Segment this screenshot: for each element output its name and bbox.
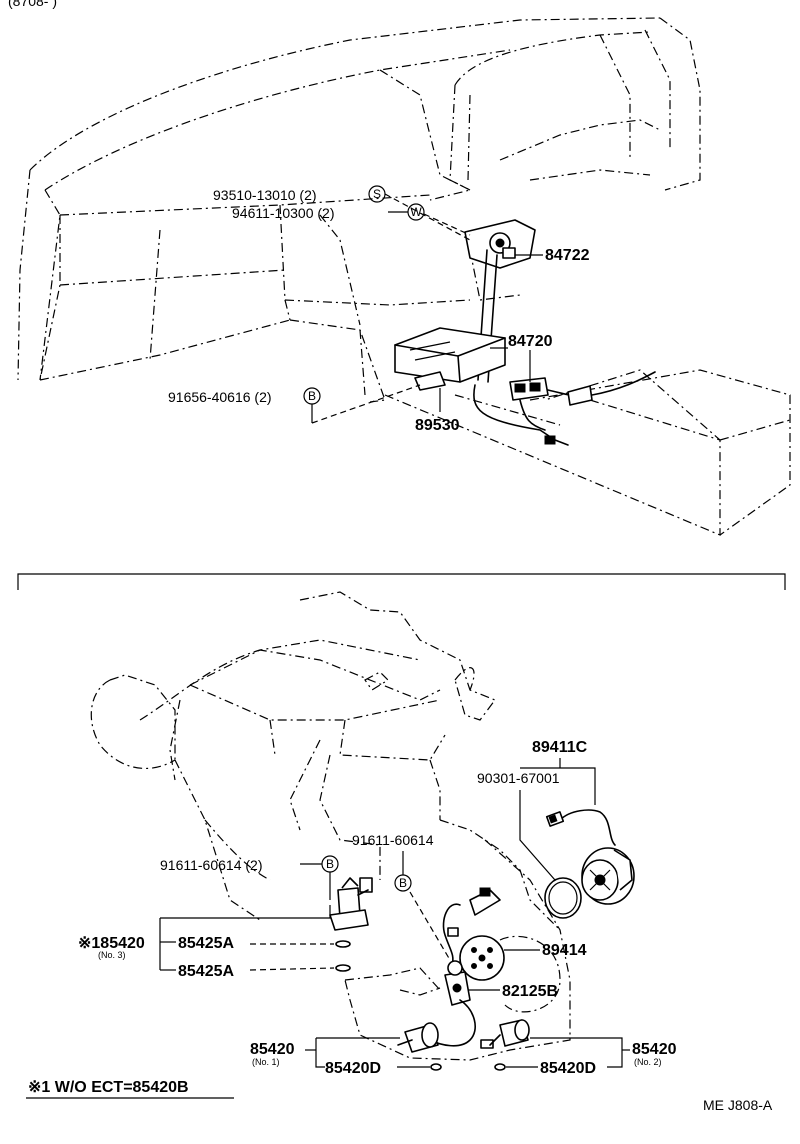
svg-text:84722: 84722 bbox=[545, 247, 590, 264]
callout-85420-no1-group: 85420 (No. 1) 85420D bbox=[250, 1037, 430, 1077]
part-89414-rotor bbox=[442, 887, 505, 981]
svg-text:91611-60614: 91611-60614 bbox=[352, 832, 434, 848]
svg-text:B: B bbox=[308, 389, 316, 403]
symbol-b-icon bbox=[394, 874, 412, 892]
svg-text:85420: 85420 bbox=[250, 1041, 295, 1058]
callout-185420-group: ※185420 (No. 3) 85425A 85425A bbox=[78, 905, 335, 980]
svg-text:(No. 1): (No. 1) bbox=[252, 1057, 280, 1067]
callout-90301-67001: 90301-67001 bbox=[477, 770, 560, 881]
section-separator bbox=[17, 573, 786, 590]
svg-text:B: B bbox=[326, 857, 334, 871]
instrument-panel-drawing bbox=[17, 17, 791, 536]
svg-text:89530: 89530 bbox=[415, 417, 460, 434]
svg-text:B: B bbox=[399, 876, 407, 890]
header-fragment: (8708- ) bbox=[8, 0, 57, 9]
svg-text:89414: 89414 bbox=[542, 942, 587, 959]
svg-text:85420D: 85420D bbox=[540, 1060, 596, 1077]
footnote: ※1 W/O ECT=85420B bbox=[26, 1079, 234, 1099]
callout-85420-no2-group: 85420D 85420 (No. 2) bbox=[506, 1037, 677, 1077]
svg-text:82125B: 82125B bbox=[502, 983, 558, 1000]
svg-text:85425A: 85425A bbox=[178, 963, 234, 980]
callout-91656-40616: 91656-40616 (2) B bbox=[168, 384, 421, 424]
callout-91611-60614-left: 91611-60614 (2) B bbox=[160, 855, 339, 900]
callout-89530: 89530 bbox=[415, 388, 460, 434]
callout-89414: 89414 bbox=[504, 942, 587, 959]
callout-91611-60614-center: 91611-60614 B bbox=[352, 832, 451, 961]
part-85420-no2-switch bbox=[489, 1019, 530, 1071]
callout-89411c: 89411C bbox=[520, 739, 596, 805]
part-85420-no3-switch bbox=[329, 877, 373, 972]
svg-text:85425A: 85425A bbox=[178, 935, 234, 952]
svg-text:(No. 2): (No. 2) bbox=[634, 1057, 662, 1067]
callout-84722: 84722 bbox=[515, 247, 590, 264]
part-82125b-harness bbox=[429, 960, 494, 1049]
svg-text:85420: 85420 bbox=[632, 1041, 677, 1058]
callout-84720: 84720 bbox=[490, 333, 553, 382]
symbol-w-icon bbox=[407, 203, 425, 221]
part-89530-computer-unit bbox=[394, 327, 506, 391]
svg-text:(No. 3): (No. 3) bbox=[98, 950, 126, 960]
svg-text:85420D: 85420D bbox=[325, 1060, 381, 1077]
part-89411c-sensor bbox=[545, 809, 635, 905]
svg-text:※1 W/O ECT=85420B: ※1 W/O ECT=85420B bbox=[28, 1079, 189, 1096]
svg-text:89411C: 89411C bbox=[532, 739, 588, 756]
svg-text:※185420: ※185420 bbox=[78, 935, 145, 952]
diagram-id: ME J808-A bbox=[703, 1097, 773, 1113]
svg-text:93510-13010 (2): 93510-13010 (2) bbox=[213, 187, 317, 203]
svg-text:W: W bbox=[410, 205, 422, 219]
svg-text:90301-67001: 90301-67001 bbox=[477, 770, 560, 786]
svg-text:91656-40616 (2): 91656-40616 (2) bbox=[168, 389, 272, 405]
part-90301-67001-oring bbox=[544, 877, 582, 919]
part-85420-no1-switch bbox=[397, 1022, 442, 1071]
part-84720-switch-harness bbox=[473, 371, 656, 446]
callout-82125b: 82125B bbox=[468, 983, 558, 1000]
callout-93510-13010: 93510-13010 (2) S bbox=[213, 185, 471, 241]
svg-text:94611-10300 (2): 94611-10300 (2) bbox=[232, 205, 335, 221]
svg-text:91611-60614 (2): 91611-60614 (2) bbox=[160, 857, 263, 873]
svg-text:S: S bbox=[373, 187, 381, 201]
callout-94611-10300: 94611-10300 (2) W bbox=[232, 203, 471, 236]
engine-drawing bbox=[90, 591, 571, 1061]
svg-text:84720: 84720 bbox=[508, 333, 553, 350]
